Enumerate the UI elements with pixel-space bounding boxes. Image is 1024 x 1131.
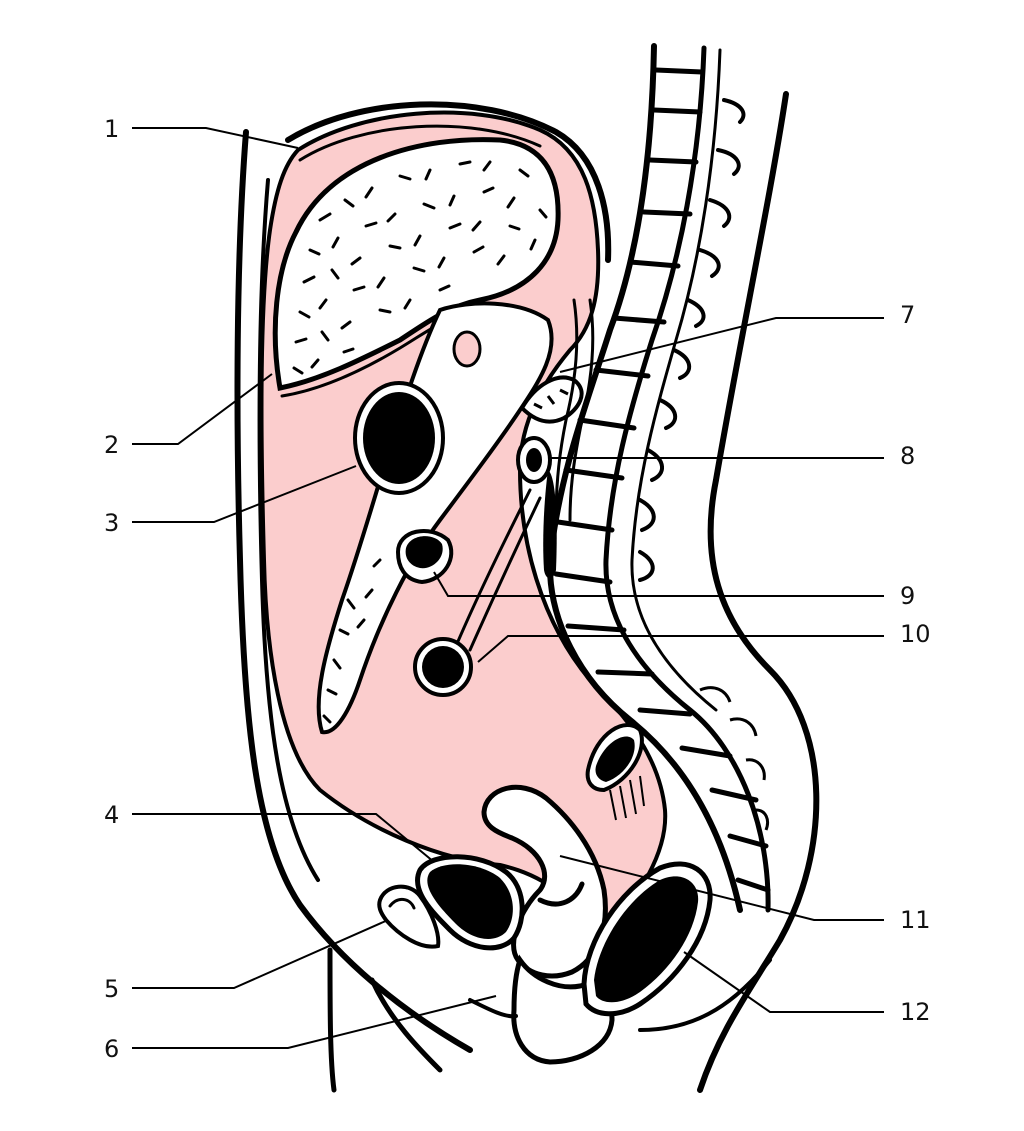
label-12: 12 (900, 998, 931, 1026)
label-8: 8 (900, 442, 915, 470)
leader-12 (683, 951, 884, 1013)
small-intestine (413, 488, 542, 697)
label-1: 1 (104, 115, 119, 143)
rectum (581, 861, 713, 1017)
label-4: 4 (104, 801, 119, 829)
pubic-symphysis (377, 884, 441, 949)
label-5: 5 (104, 975, 119, 1003)
uterus (481, 784, 608, 979)
leader-10 (477, 635, 884, 663)
vertebral-column (543, 43, 771, 913)
leader-6 (132, 995, 497, 1049)
leader-7 (559, 317, 884, 373)
mesentery (316, 301, 554, 735)
leader-2 (132, 373, 273, 445)
stomach (353, 381, 445, 495)
leader-lines (132, 127, 884, 1049)
leader-1 (132, 127, 299, 149)
leader-3 (132, 465, 357, 523)
duodenum (516, 436, 552, 484)
callout-labels: 1 2 3 4 5 6 7 8 9 10 11 12 (104, 115, 931, 1063)
label-11: 11 (900, 906, 931, 934)
transverse-colon (395, 529, 454, 585)
leader-9 (433, 571, 884, 597)
leader-5 (132, 919, 389, 989)
leader-4 (132, 813, 435, 863)
label-3: 3 (104, 509, 119, 537)
body-outline (234, 91, 820, 1093)
label-6: 6 (104, 1035, 119, 1063)
bladder (415, 854, 525, 951)
sigmoid-colon (585, 723, 645, 821)
pancreas (519, 375, 584, 424)
label-10: 10 (900, 620, 931, 648)
label-2: 2 (104, 431, 119, 459)
label-7: 7 (900, 301, 915, 329)
leader-11 (559, 855, 884, 921)
label-9: 9 (900, 582, 915, 610)
